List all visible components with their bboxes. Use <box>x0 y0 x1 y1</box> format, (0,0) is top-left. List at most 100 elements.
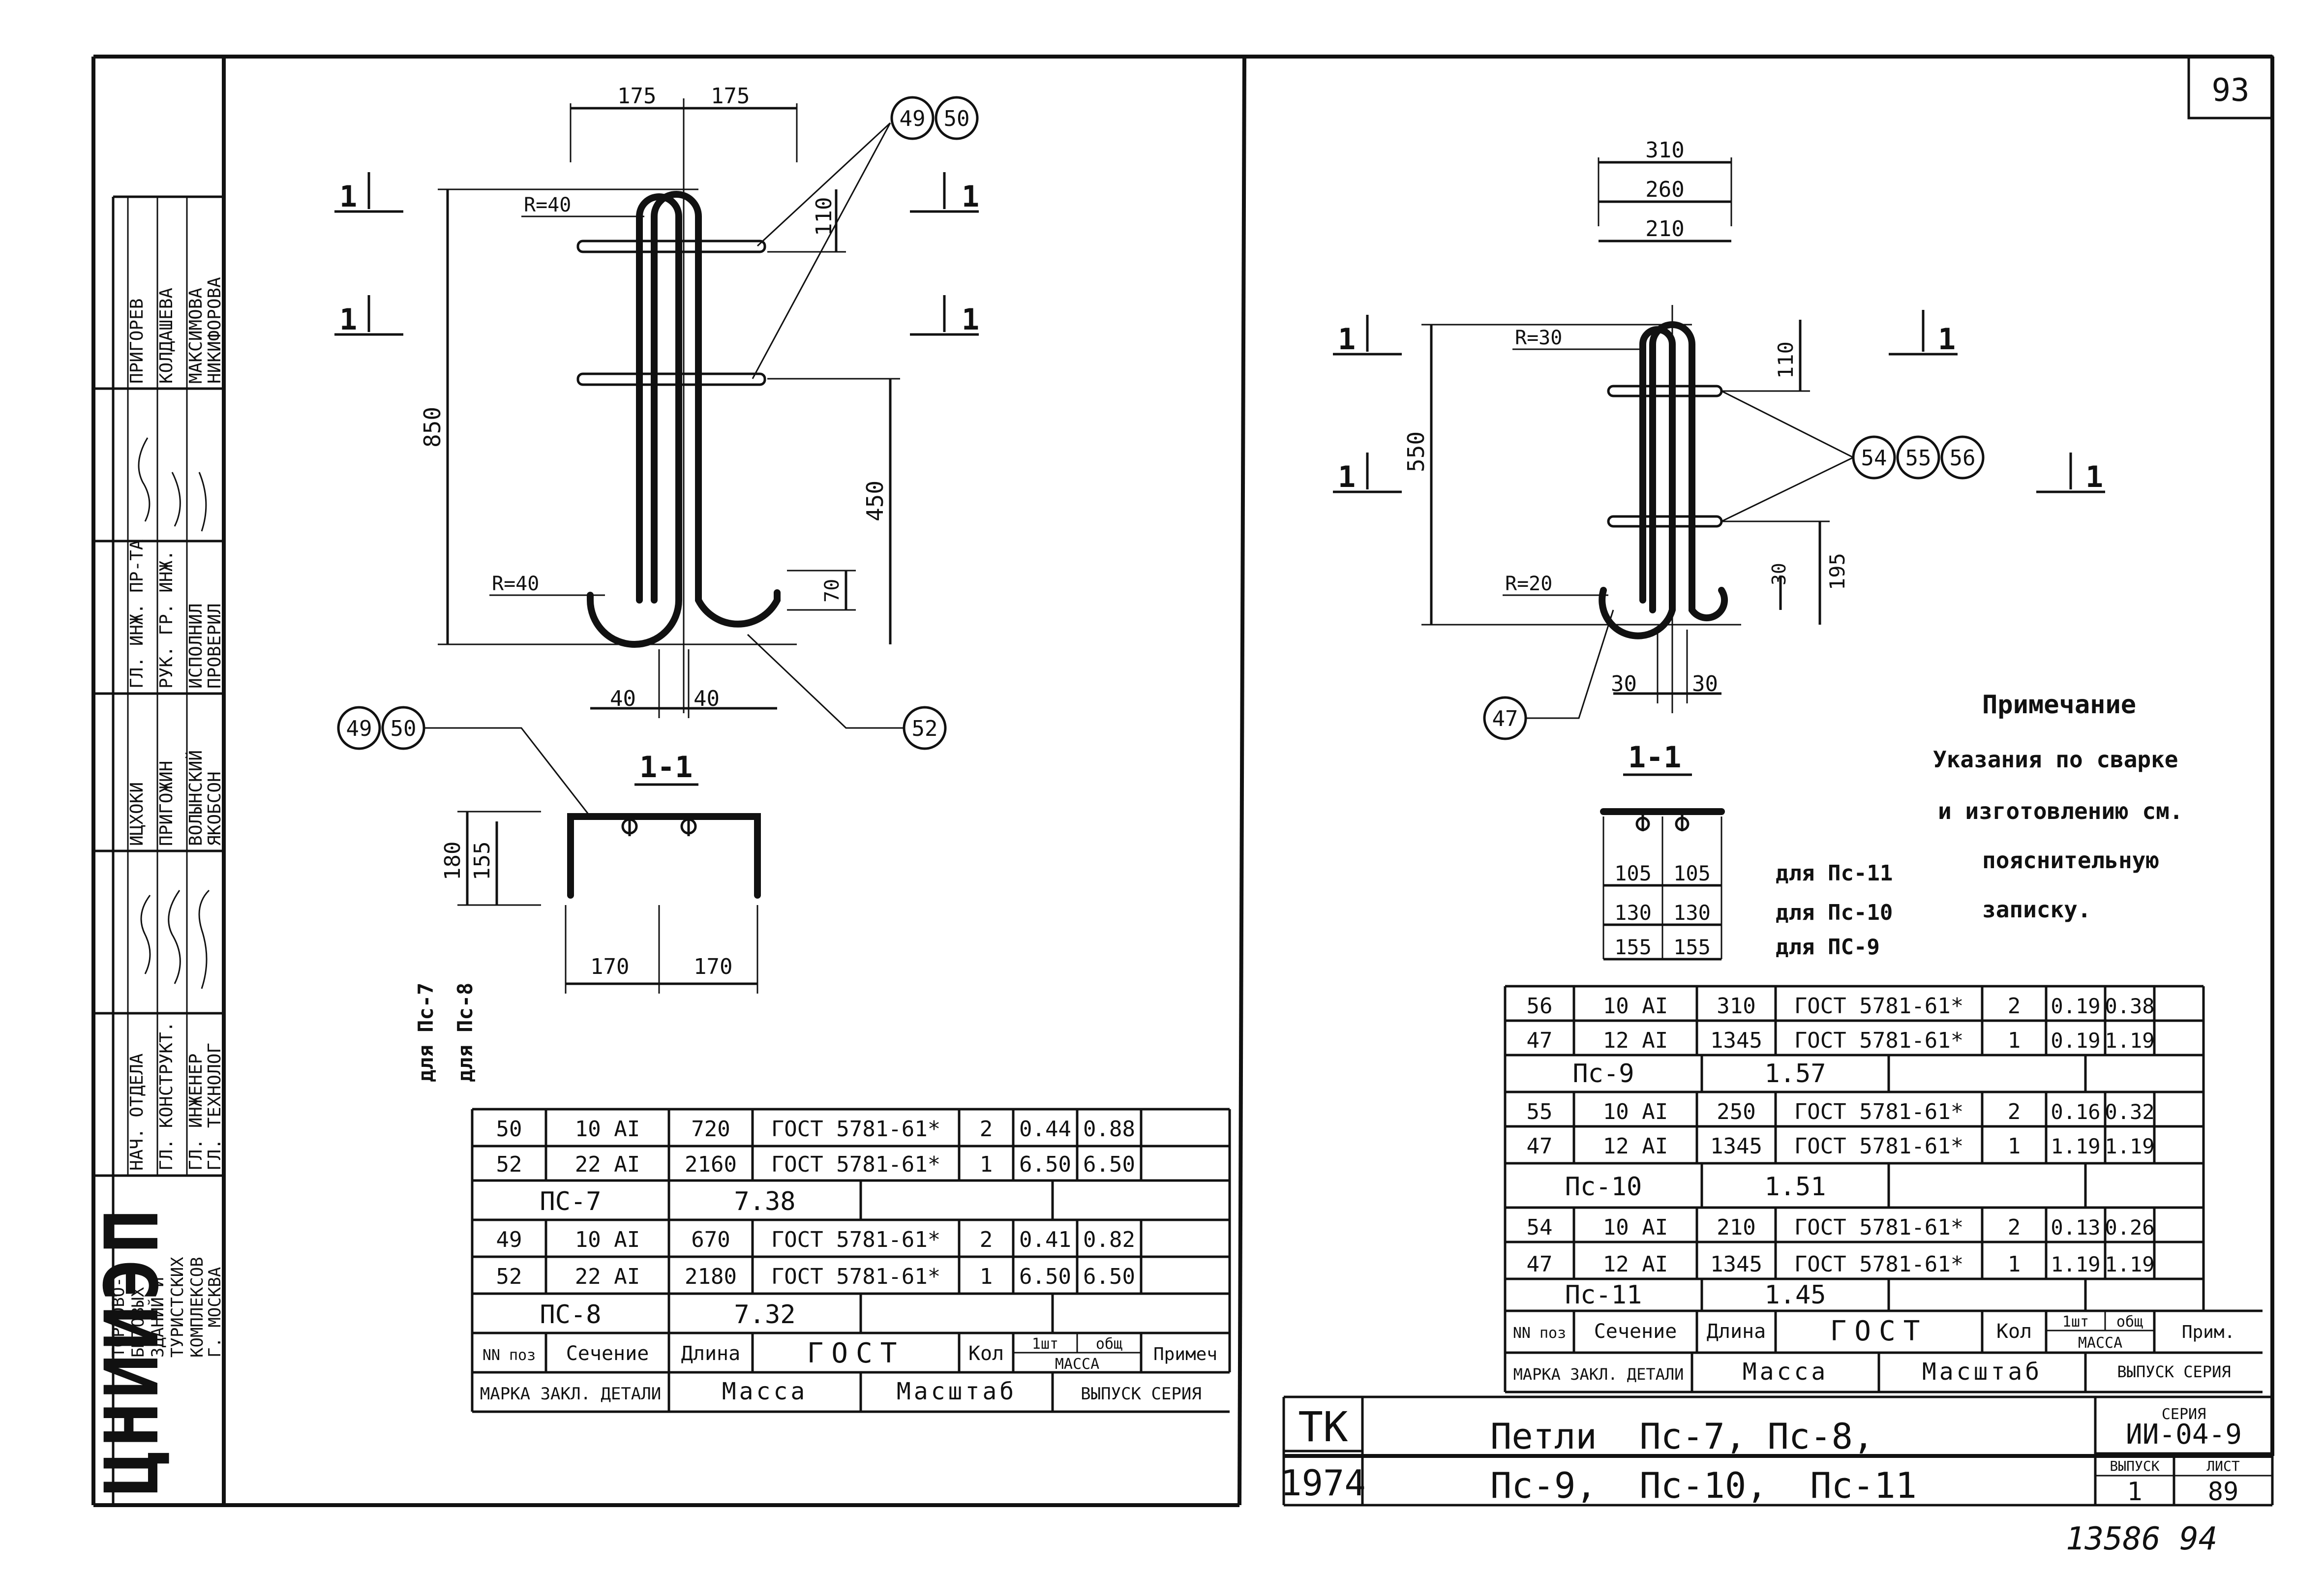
svg-text:1: 1 <box>339 303 357 337</box>
table-cell: 52 <box>496 1264 522 1289</box>
dim-label: 105 <box>1673 861 1711 885</box>
table-cell: 2160 <box>685 1152 737 1177</box>
dim-label: 450 <box>862 481 888 521</box>
svg-text:52: 52 <box>912 716 938 741</box>
table-header: Примеч <box>1153 1344 1217 1364</box>
table-header: Сечение <box>1594 1320 1677 1343</box>
table-cell: 1345 <box>1710 1134 1762 1159</box>
table-cell: 56 <box>1527 994 1553 1019</box>
sheet-label: ЛИСТ <box>2206 1458 2240 1474</box>
stamp-name: ЯКОБСОН <box>205 771 225 846</box>
radius-label: R=30 <box>1515 327 1562 349</box>
org-line: ЗДАНИЙ И <box>148 1277 168 1358</box>
table-cell: ГОСТ 5781-61* <box>1794 994 1963 1019</box>
table-footer: ВЫПУСК СЕРИЯ <box>2117 1362 2231 1381</box>
drawing-title: Петли Пс-7, Пс-8, <box>1490 1416 1874 1457</box>
stamp-name: ПРИГОРЕВ <box>127 299 147 384</box>
table-cell: 54 <box>1527 1215 1553 1240</box>
dim-label: 110 <box>1774 341 1798 379</box>
dim-label: 175 <box>711 84 750 109</box>
table-cell: 1.19 <box>2105 1134 2154 1158</box>
left-loop-drawing: 175 175 850 110 450 70 R=40 R=40 40 40 <box>334 84 979 1082</box>
table-header: Прим. <box>2182 1322 2235 1342</box>
sheet-frame <box>91 55 2274 1507</box>
table-cell: 10 АI <box>575 1117 640 1142</box>
dim-label: 195 <box>1825 553 1849 590</box>
stamp-name: ПРИГОЖИН <box>156 761 177 846</box>
svg-text:56: 56 <box>1950 446 1976 471</box>
loop-bar <box>1599 326 1676 639</box>
table-cell: 6.50 <box>1019 1152 1071 1177</box>
table-cell: 10 АI <box>575 1227 640 1252</box>
table-cell: 0.32 <box>2105 1100 2154 1124</box>
table-cell: ГОСТ 5781-61* <box>771 1117 940 1142</box>
svg-text:49: 49 <box>346 716 372 741</box>
table-header: ГОСТ <box>1830 1315 1928 1347</box>
table-cell: 0.38 <box>2105 994 2154 1018</box>
stamp-name: НИКИФОРОВА <box>205 277 225 384</box>
dim-label: 130 <box>1614 901 1652 925</box>
table-cell: 0.16 <box>2051 1100 2100 1124</box>
series-label: СЕРИЯ <box>2162 1406 2206 1423</box>
year-label: 1974 <box>1280 1462 1365 1504</box>
section-mark: 1 <box>1333 453 1402 494</box>
org-line: Г. МОСКВА <box>205 1267 225 1358</box>
stamp-role: НАЧ. ОТДЕЛА <box>127 1053 147 1171</box>
table-header: NN поз <box>1513 1325 1566 1342</box>
dim-label: 155 <box>470 842 495 880</box>
table-cell: 55 <box>1527 1099 1553 1124</box>
group-mark: ПС-8 <box>540 1300 601 1330</box>
table-header: общ <box>2116 1313 2143 1331</box>
dim-label: 210 <box>1645 216 1684 242</box>
table-cell: 1 <box>980 1264 993 1289</box>
table-cell: 10 АI <box>1603 1215 1668 1240</box>
table-cell: 6.50 <box>1019 1264 1071 1289</box>
dim-label: 155 <box>1614 935 1652 959</box>
dim-label: 550 <box>1403 431 1429 472</box>
stamp-role: ГЛ. КОНСТРУКТ. <box>156 1022 177 1171</box>
table-header: 1шт <box>2062 1313 2089 1331</box>
sheet-number-box: 93 <box>2187 55 2274 120</box>
note-line: пояснительную <box>1982 847 2159 874</box>
dim-label: 130 <box>1673 901 1711 925</box>
table-cell: 47 <box>1527 1134 1553 1159</box>
table-header: общ <box>1096 1335 1122 1353</box>
table-cell: 210 <box>1717 1215 1755 1240</box>
stamp-name: ИЦХОКИ <box>127 782 147 846</box>
group-total: 7.32 <box>734 1300 795 1330</box>
svg-text:54: 54 <box>1861 446 1887 471</box>
table-cell: ГОСТ 5781-61* <box>1794 1099 1963 1124</box>
table-cell: 720 <box>691 1117 730 1142</box>
title-block: ТК 1974 Петли Пс-7, Пс-8, Пс-9, Пс-10, П… <box>1280 1395 2274 1507</box>
table-cell: 1 <box>2008 1028 2021 1053</box>
table-cell: 2 <box>980 1227 993 1252</box>
org-line: ТУРИСТСКИХ <box>168 1257 187 1358</box>
stamp-role: ИСПОЛНИЛ <box>186 604 206 689</box>
table-footer: Масса <box>722 1378 808 1405</box>
group-total: 7.38 <box>734 1187 795 1216</box>
table-footer: МАРКА ЗАКЛ. ДЕТАЛИ <box>1513 1365 1684 1384</box>
stamp-role: ГЛ. ИНЖЕНЕР <box>186 1054 206 1171</box>
table-cell: 0.41 <box>1019 1227 1071 1252</box>
table-cell: 6.50 <box>1083 1264 1135 1289</box>
svg-text:1: 1 <box>1338 460 1356 494</box>
table-footer: Масштаб <box>897 1378 1017 1405</box>
table-header: МАССА <box>1055 1356 1099 1373</box>
svg-text:1: 1 <box>962 180 979 214</box>
table-cell: 1345 <box>1710 1028 1762 1053</box>
bottom-note: 13586 94 <box>2066 1521 2217 1557</box>
table-cell: 49 <box>496 1227 522 1252</box>
org-logo: ЦНИИЭП <box>90 1205 175 1495</box>
group-mark: Пс-11 <box>1565 1280 1642 1310</box>
svg-text:47: 47 <box>1492 706 1518 731</box>
table-cell: 0.26 <box>2105 1215 2154 1240</box>
table-cell: 10 АI <box>1603 1099 1668 1124</box>
table-cell: 22 АI <box>575 1264 640 1289</box>
table-cell: 1.19 <box>2051 1252 2100 1276</box>
svg-text:50: 50 <box>391 716 417 741</box>
group-total: 1.45 <box>1764 1280 1826 1310</box>
table-cell: 2 <box>2008 1215 2021 1240</box>
table-cell: ГОСТ 5781-61* <box>1794 1252 1963 1277</box>
table-cell: ГОСТ 5781-61* <box>771 1152 940 1177</box>
